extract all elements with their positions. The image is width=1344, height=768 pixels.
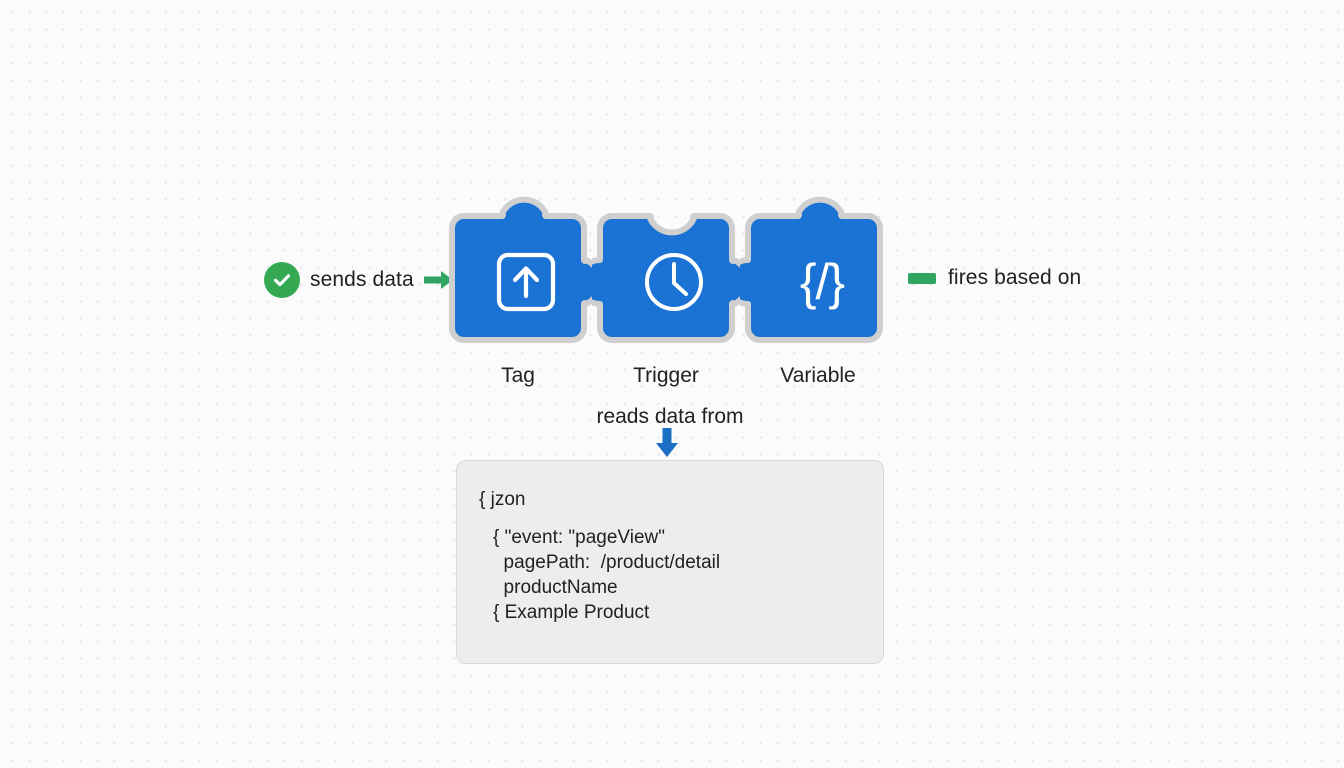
puzzle-piece-row: {/} [444,176,904,356]
sends-data-annotation: sends data [264,262,454,298]
json-line: productName [493,577,618,598]
json-line: { "event: "pageView" [493,527,666,548]
puzzle-piece-trigger[interactable] [592,176,762,356]
json-line: { jzon [479,489,526,510]
check-circle-icon [264,262,300,298]
fires-based-on-label: fires based on [948,266,1082,289]
piece-label-variable: Variable [780,364,856,387]
dash-icon [908,272,936,284]
arrow-right-icon [423,271,453,289]
puzzle-piece-tag[interactable] [444,176,614,356]
json-line: pagePath: /product/detail [493,552,721,573]
json-line: { Example Product [493,602,650,623]
json-payload-lines: { jzon { "event: "pageView" pagePath: /p… [479,487,871,625]
piece-label-tag: Tag [501,364,535,387]
reads-data-from-label: reads data from [596,405,744,428]
puzzle-piece-variable[interactable]: {/} [740,176,910,356]
piece-label-trigger: Trigger [633,364,699,387]
arrow-down-icon [655,428,679,458]
fires-based-on-annotation: fires based on [908,266,1081,290]
json-payload-box: { jzon { "event: "pageView" pagePath: /p… [456,460,884,664]
sends-data-label: sends data [310,268,414,291]
puzzle-piece-labels: Tag Trigger Variable [444,364,904,396]
